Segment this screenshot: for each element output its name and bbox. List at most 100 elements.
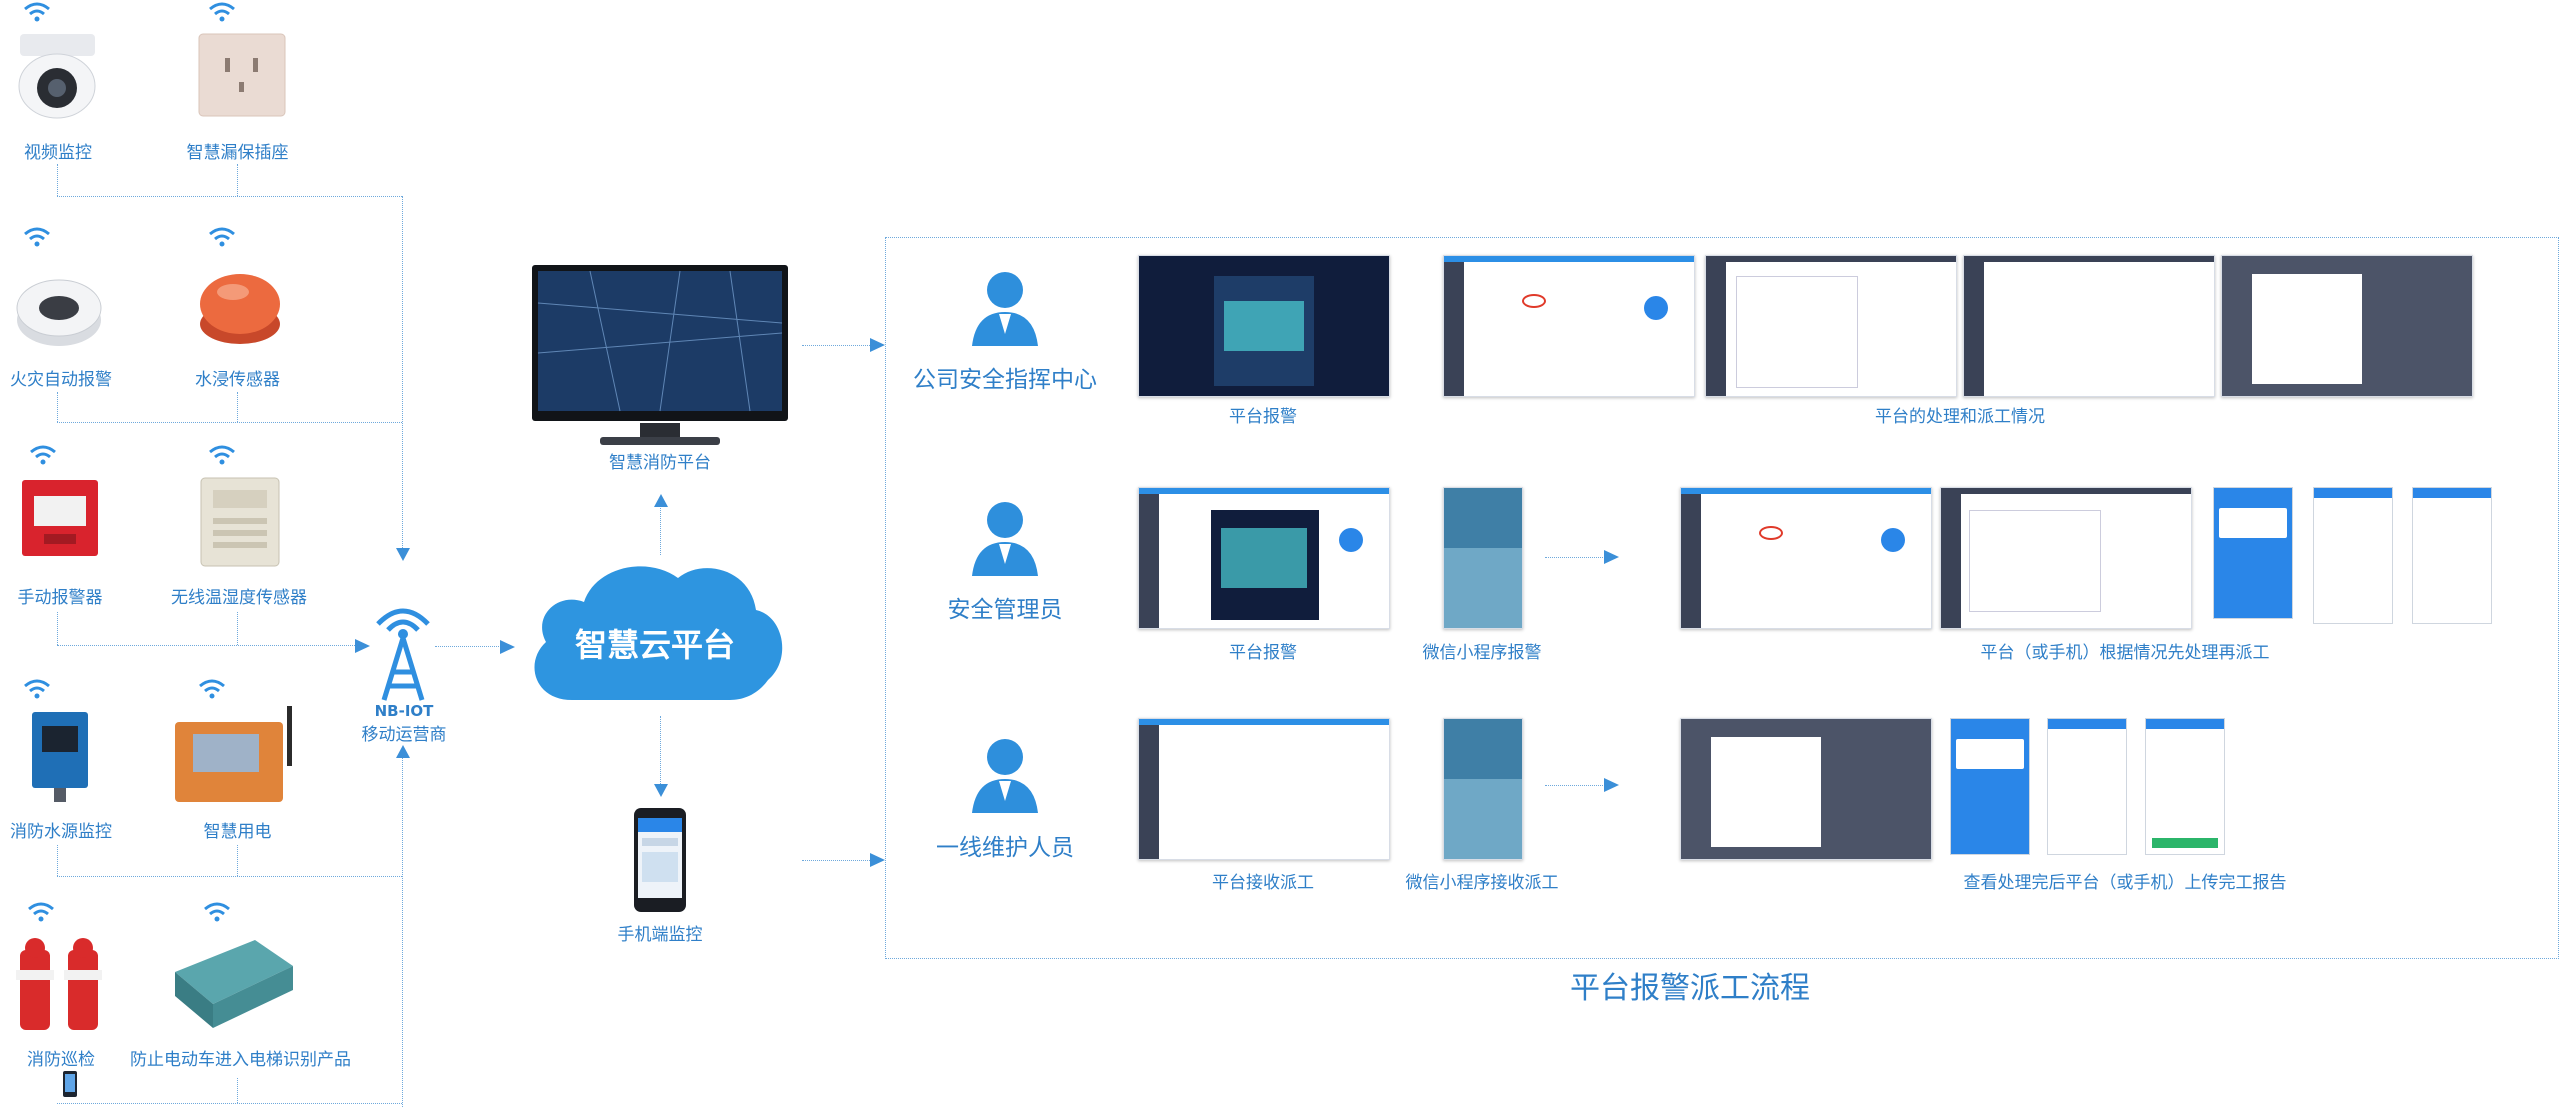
screenshot-thumbnail	[1138, 255, 1390, 397]
connector-line	[57, 645, 357, 646]
arrow-up-icon	[396, 745, 410, 758]
device-label: 水浸传感器	[195, 370, 280, 390]
connector-line	[57, 196, 402, 197]
monitor-icon	[532, 265, 788, 445]
smoke-detector-icon	[16, 279, 102, 346]
arrow-right-icon	[355, 639, 370, 653]
ebike-detector-icon	[175, 940, 293, 1028]
role-label: 公司安全指挥中心	[913, 367, 1097, 393]
phone-screenshot	[1950, 718, 2030, 855]
temp-humidity-sensor-icon	[200, 477, 280, 567]
wifi-icon	[209, 2, 235, 22]
device-label: 无线温湿度传感器	[171, 588, 307, 608]
connector-line	[57, 422, 402, 423]
arrow-right-icon	[870, 338, 885, 352]
arrow-down-icon	[396, 548, 410, 561]
connector-line	[402, 750, 403, 1107]
cloud-label: 智慧云平台	[574, 626, 735, 664]
phone-screenshot	[2047, 718, 2127, 855]
connector-line	[402, 196, 403, 556]
connector-line	[57, 845, 58, 876]
connector-line	[435, 646, 505, 647]
wifi-icon	[209, 445, 235, 465]
caption: 平台接收派工	[1212, 873, 1314, 893]
network-type-label: NB-IOT	[374, 702, 434, 720]
caption: 平台（或手机）根据情况先处理再派工	[1980, 643, 2270, 663]
person-icon	[972, 739, 1038, 813]
connector-line	[660, 716, 661, 784]
phone-screenshot	[2145, 718, 2225, 855]
connector-line	[802, 860, 880, 861]
arrow-right-icon	[1604, 778, 1619, 792]
connector-line	[237, 612, 238, 645]
phone-label: 手机端监控	[617, 925, 703, 945]
screenshot-thumbnail	[1940, 487, 2192, 629]
connector-line	[57, 1103, 402, 1104]
phone-screenshot	[2213, 487, 2293, 619]
screenshot-thumbnail	[1443, 255, 1695, 397]
screenshot-thumbnail	[1138, 718, 1390, 860]
screenshot-thumbnail	[1705, 255, 1957, 397]
connector-line	[1545, 785, 1607, 786]
connector-line	[1545, 557, 1607, 558]
connector-line	[237, 845, 238, 876]
person-icon	[972, 272, 1038, 346]
screenshot-thumbnail	[1963, 255, 2215, 397]
connector-line	[802, 345, 880, 346]
smartphone-icon	[634, 808, 686, 912]
cloud-icon	[534, 566, 783, 700]
caption: 平台报警	[1229, 407, 1297, 427]
device-label: 智慧用电	[203, 822, 272, 842]
device-label: 视频监控	[24, 143, 92, 163]
device-label: 手动报警器	[17, 588, 103, 608]
monitor-label: 智慧消防平台	[609, 453, 711, 473]
device-label: 防止电动车进入电梯识别产品	[130, 1050, 351, 1070]
wifi-icon	[24, 679, 50, 699]
wifi-icon	[24, 2, 50, 22]
screenshot-thumbnail	[1443, 487, 1523, 629]
screenshot-thumbnail	[1443, 718, 1523, 860]
role-label: 安全管理员	[947, 597, 1063, 623]
role-label: 一线维护人员	[936, 835, 1074, 861]
wifi-icon	[204, 902, 230, 922]
socket-device-icon	[198, 33, 286, 117]
connector-line	[57, 612, 58, 645]
manual-alarm-icon	[22, 480, 98, 556]
connector-line	[57, 164, 58, 196]
wifi-icon	[24, 227, 50, 247]
device-label: 消防水源监控	[10, 822, 112, 842]
connector-line	[57, 392, 58, 422]
connector-line	[660, 505, 661, 555]
caption: 平台的处理和派工情况	[1875, 407, 2045, 427]
phone-screenshot	[2313, 487, 2393, 624]
arrow-right-icon	[870, 853, 885, 867]
fire-hydrant-icon	[16, 938, 102, 1030]
wifi-icon	[199, 679, 225, 699]
caption: 平台报警	[1229, 643, 1297, 663]
device-label: 智慧漏保插座	[186, 143, 289, 163]
caption: 微信小程序接收派工	[1405, 873, 1559, 893]
smart-power-device-icon	[175, 706, 292, 802]
arrow-right-icon	[500, 640, 515, 654]
flow-title: 平台报警派工流程	[1570, 971, 1810, 1006]
wifi-icon	[28, 902, 54, 922]
camera-device-icon	[18, 34, 96, 119]
screenshot-thumbnail	[1680, 487, 1932, 629]
screenshot-thumbnail	[1680, 718, 1932, 860]
flow-panel	[885, 237, 2559, 959]
wifi-icon	[30, 445, 56, 465]
device-label: 火灾自动报警	[10, 370, 112, 390]
connector-line	[57, 876, 402, 877]
water-sensor-icon	[200, 274, 280, 344]
caption: 查看处理完后平台（或手机）上传完工报告	[1963, 873, 2287, 893]
connector-line	[237, 164, 238, 196]
device-label: 消防巡检	[27, 1050, 95, 1070]
connector-line	[237, 1078, 238, 1103]
screenshot-thumbnail	[2221, 255, 2473, 397]
person-icon	[972, 502, 1038, 576]
water-source-monitor-icon	[32, 712, 88, 802]
screenshot-thumbnail	[1138, 487, 1390, 629]
arrow-down-icon	[654, 784, 668, 797]
connector-line	[237, 392, 238, 422]
arrow-up-icon	[654, 494, 668, 507]
